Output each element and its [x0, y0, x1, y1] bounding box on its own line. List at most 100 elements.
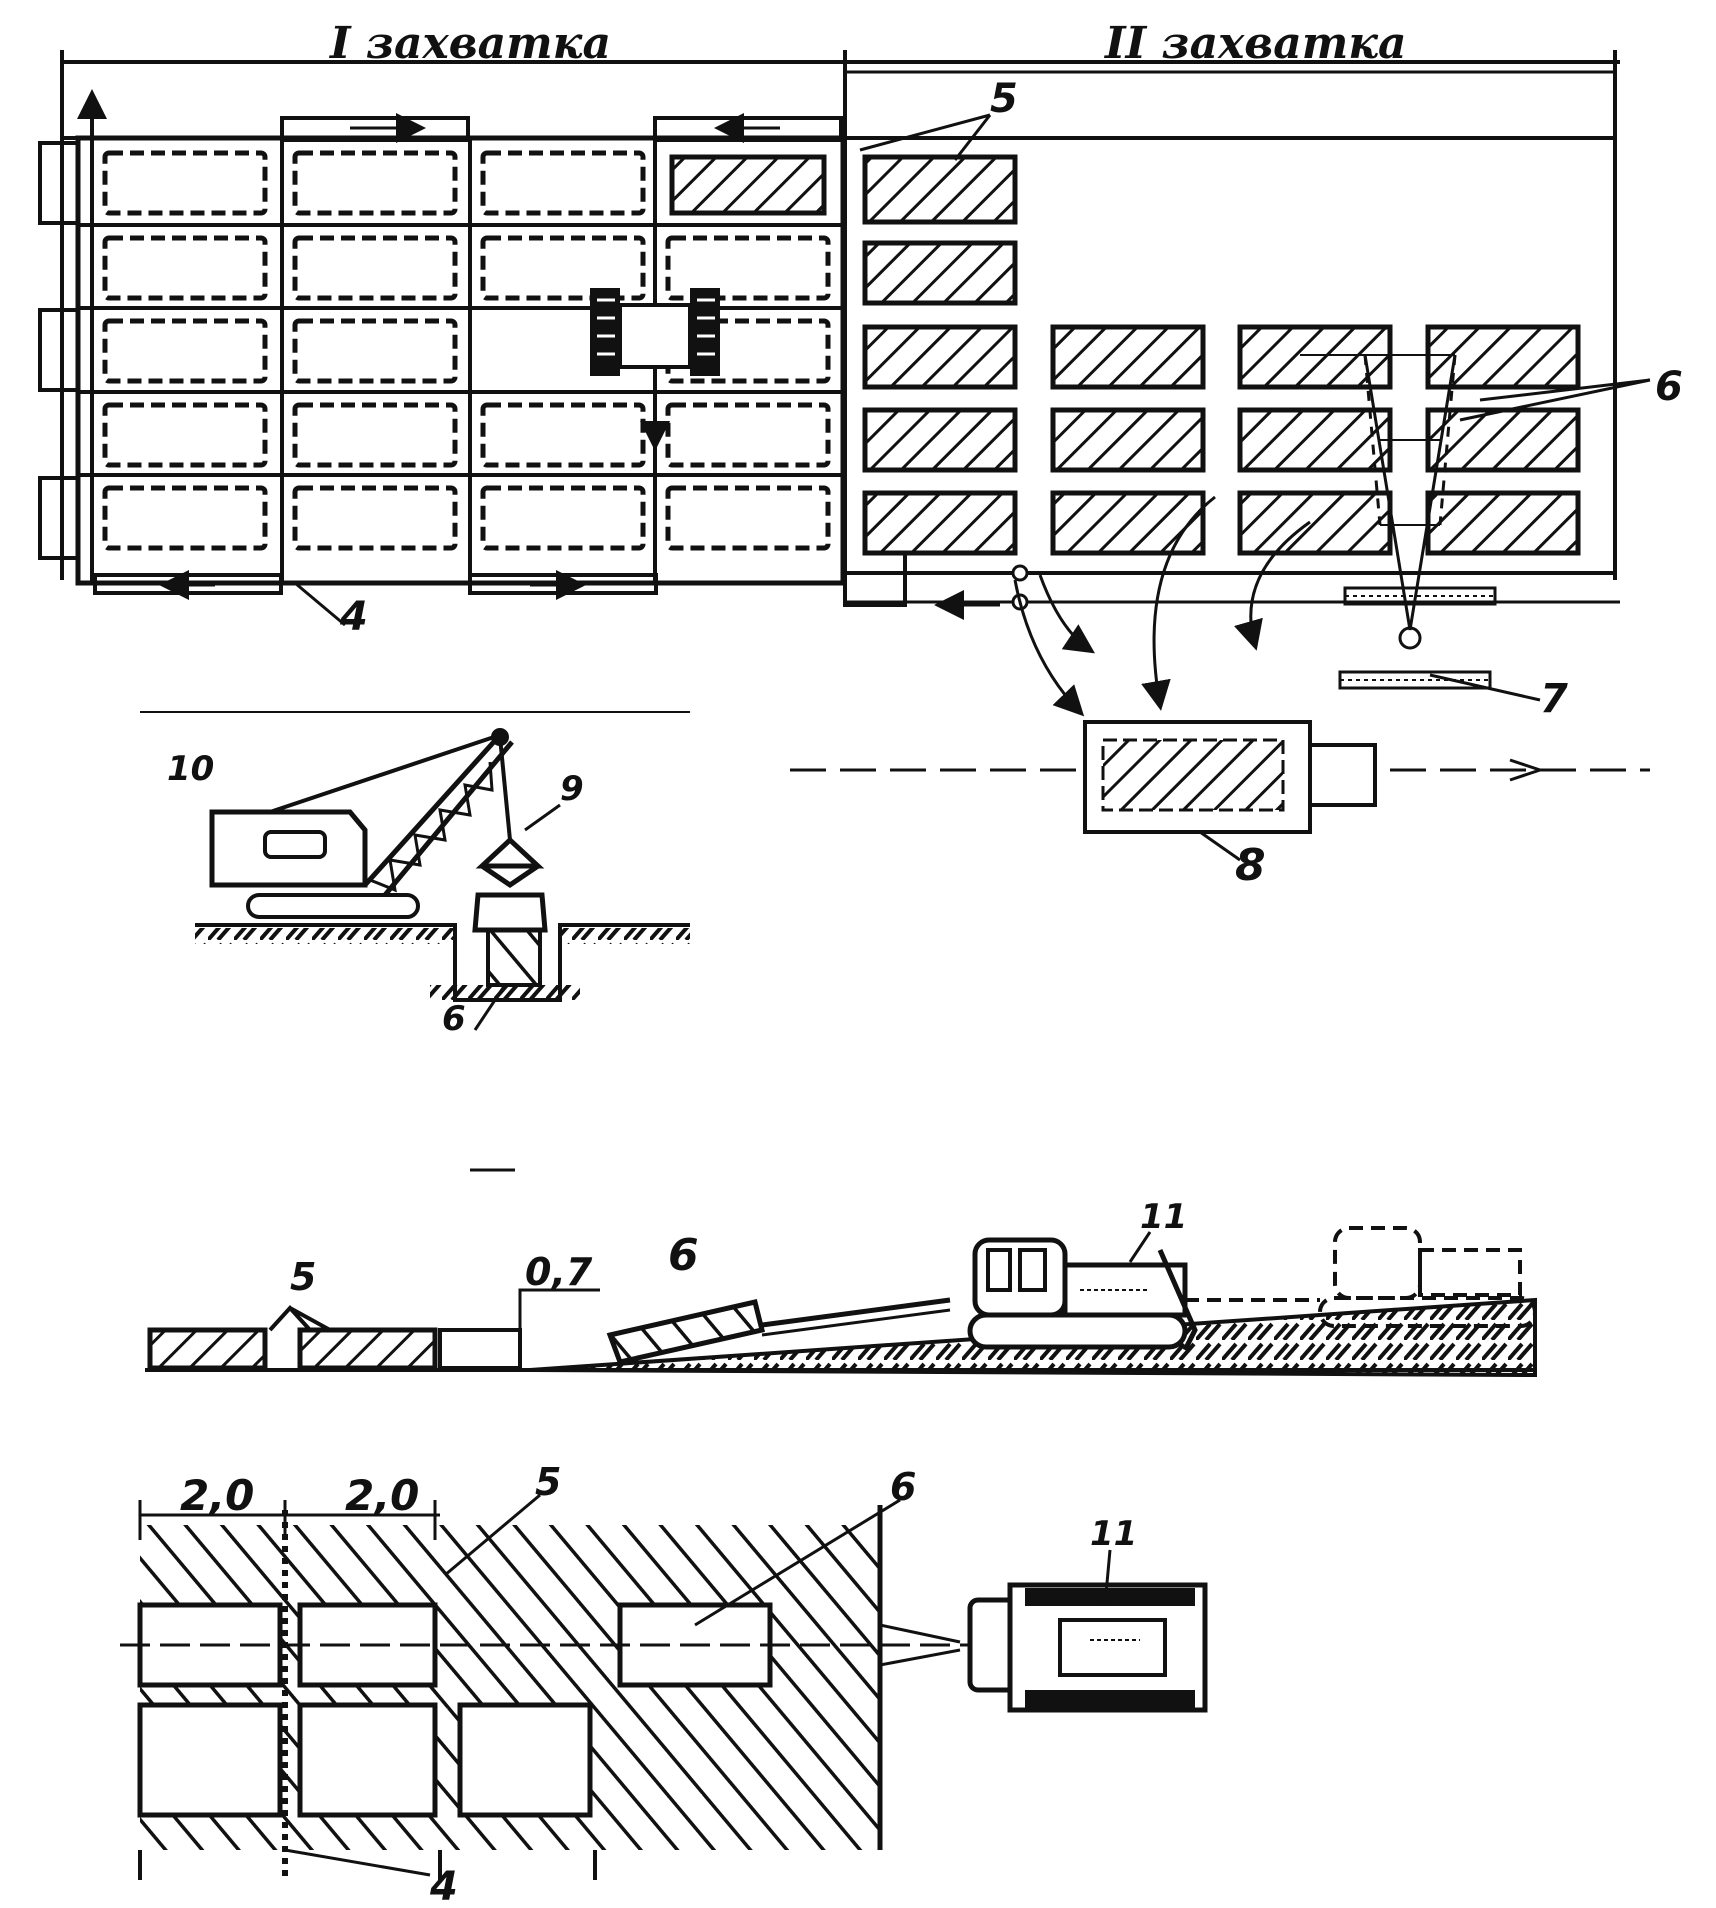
- callout-6: 6: [890, 1465, 916, 1509]
- dashed-cell: [102, 318, 268, 384]
- leader-6: [473, 984, 507, 1031]
- hoist-rope: [498, 736, 512, 841]
- dimension-0-7: 0,7: [525, 1250, 593, 1294]
- leader-8: [1199, 830, 1241, 862]
- leader-11: [1103, 1549, 1112, 1606]
- crane-boom: [363, 733, 502, 887]
- tractor-tracks-dashed: [1318, 1296, 1537, 1328]
- dashed-cell: [102, 235, 268, 301]
- zone-2-blocks: [862, 154, 1581, 556]
- dashed-cell: [480, 235, 646, 301]
- track-left: [590, 288, 620, 376]
- callout-6: 6: [442, 999, 466, 1039]
- delivery-arrow: [1013, 579, 1085, 717]
- hatched-block: [862, 154, 1018, 225]
- route-arrow: [1509, 758, 1545, 782]
- soil-block: [486, 928, 542, 987]
- hatched-block: [1050, 324, 1206, 390]
- transport-load: [1101, 738, 1285, 812]
- side-tab: [38, 476, 80, 560]
- grab-top: [475, 836, 545, 869]
- hatched-block: [147, 1327, 268, 1371]
- leader-4: [284, 1848, 431, 1877]
- trench-end-block: [438, 1328, 522, 1370]
- tractor-blade: [1157, 1248, 1198, 1352]
- crane-window: [263, 830, 327, 859]
- top-plan: I захватка II захватка: [38, 18, 1683, 891]
- engine-plan: [1058, 1618, 1167, 1677]
- cab-body: [618, 303, 692, 369]
- callout-10: 10: [167, 749, 214, 789]
- delivery-arrow: [1141, 495, 1216, 711]
- leader-5: [268, 1305, 331, 1332]
- callout-7: 7: [1540, 676, 1568, 722]
- dimension-2: 2,0: [345, 1471, 419, 1520]
- boom-lattice: [369, 761, 494, 893]
- grab-mid: [480, 863, 540, 889]
- excavator-plan-icon: [590, 288, 720, 376]
- callout-8: 8: [1235, 840, 1266, 891]
- turn-loop: [843, 555, 907, 607]
- tractor-dashed: [1185, 1226, 1537, 1328]
- callout-9: 9: [560, 769, 584, 809]
- dashed-cell: [665, 402, 831, 468]
- tractor-cab-dashed: [1333, 1226, 1422, 1300]
- dragged-block: [606, 1299, 766, 1365]
- dashed-cell: [480, 150, 646, 216]
- crane-pivot: [1398, 626, 1422, 650]
- dashed-cell: [102, 150, 268, 216]
- dashed-cell: [102, 485, 268, 551]
- tow-cable: [761, 1297, 951, 1328]
- leader-11: [1128, 1231, 1152, 1263]
- hatched-block: [1237, 490, 1393, 556]
- crane-tracks: [246, 893, 420, 919]
- callout-5: 5: [535, 1460, 561, 1504]
- crane-section: 10 9 6: [140, 711, 690, 1039]
- hatched-block: [297, 1327, 438, 1371]
- dashed-cell: [480, 485, 646, 551]
- dashed-cell: [292, 402, 458, 468]
- leader-5: [444, 1493, 541, 1577]
- side-tab: [38, 308, 80, 392]
- bottom-plan: 2,0 2,0: [120, 1460, 1208, 1908]
- leader-9: [524, 803, 561, 832]
- zone-1-label: I захватка: [328, 18, 611, 69]
- hatched-block: [1050, 490, 1206, 556]
- hatched-block: [1425, 490, 1581, 556]
- callout-11: 11: [1090, 1514, 1137, 1554]
- dashed-cell: [665, 235, 831, 301]
- leader-4: [294, 581, 346, 627]
- callout-5: 5: [290, 1255, 316, 1299]
- grab-jaws: [472, 892, 548, 933]
- ground-hatch: [560, 928, 690, 944]
- crane-cable: [269, 733, 501, 814]
- dimension-1: 2,0: [180, 1471, 254, 1520]
- dashed-cell: [480, 402, 646, 468]
- tractor-plan-11: [967, 1582, 1208, 1713]
- opening: [137, 1702, 283, 1818]
- crane-plan-icon: [1300, 354, 1497, 690]
- leader-6: [694, 1498, 901, 1627]
- dashed-cell: [102, 402, 268, 468]
- opening: [297, 1702, 438, 1818]
- delivery-arrow: [1233, 520, 1311, 651]
- tractor-tracks: [967, 1312, 1188, 1350]
- callout-11: 11: [1140, 1197, 1187, 1237]
- transport-cab: [1308, 743, 1377, 807]
- dashed-cell: [665, 485, 831, 551]
- tractor-engine-dashed: [1418, 1248, 1522, 1297]
- hatched-block: [862, 490, 1018, 556]
- dashed-cell: [292, 485, 458, 551]
- tow-cable: [761, 1308, 951, 1337]
- side-tab: [38, 141, 80, 225]
- dashed-cell: [292, 150, 458, 216]
- hatched-block: [862, 324, 1018, 390]
- crane-body: [209, 809, 368, 888]
- side-section: 5 0,7 6 11: [145, 1168, 1537, 1378]
- ground-hatch: [430, 985, 580, 1001]
- callout-6: 6: [668, 1230, 699, 1281]
- dimension-line: [518, 1288, 600, 1370]
- hatched-block: [1237, 407, 1393, 473]
- pivot-point: [1011, 564, 1029, 582]
